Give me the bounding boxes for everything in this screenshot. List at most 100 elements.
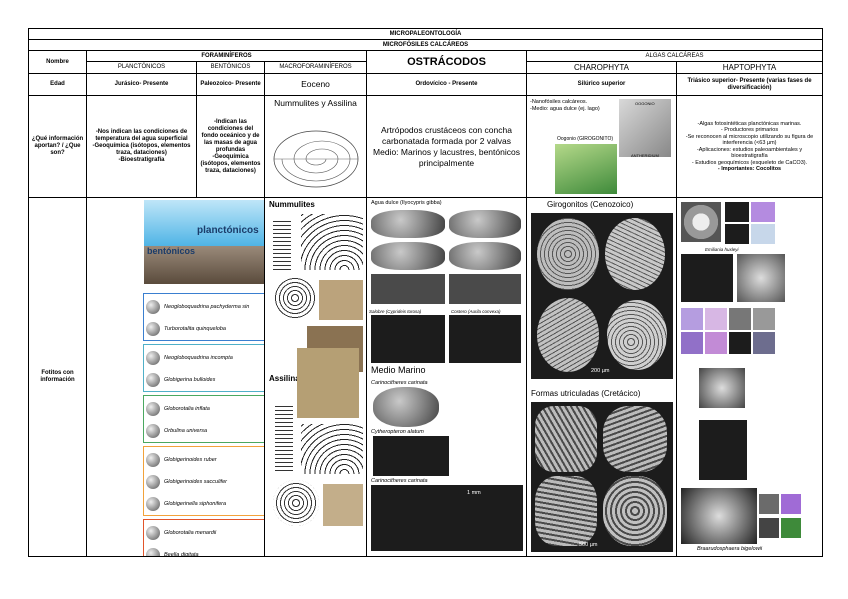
species-row: Globigerinoides ruber [146, 449, 217, 471]
braarudosphaera-sem [681, 488, 757, 544]
cocolith-ppl [751, 224, 775, 244]
foraminifera-icon [146, 497, 160, 511]
nummulites-whorl [273, 276, 317, 320]
header-nombre: Nombre [28, 50, 87, 74]
girogonito-a [537, 218, 599, 290]
info-line: -Indican las condiciones del fondo oceán… [201, 118, 260, 153]
edad-ostracodos: Ordovícico - Presente [366, 73, 527, 96]
info-line: - Productores primarios [720, 127, 779, 133]
species-row: Globigerinoides sacculifer [146, 471, 227, 493]
header-bentonicos: BENTÓNICOS [196, 61, 265, 74]
foraminifera-icon [146, 548, 160, 556]
formas-label: Formas utriculadas (Cretácico) [531, 389, 641, 398]
species-caption-3: Carinocitheres carinata [371, 478, 428, 484]
species-caption-2: Cytheropteron alatum [371, 429, 424, 435]
pl-photo [753, 332, 775, 354]
species-row: Orbulina universa [146, 420, 207, 442]
species-row: Beella digitata [146, 544, 199, 557]
carinocitheres-photo-2 [371, 485, 523, 551]
cyprideis-photo [371, 315, 445, 363]
edad-planctonicos: Jurásico- Presente [86, 73, 197, 96]
species-row: Globorotalia inflata [146, 398, 210, 420]
info-line: -Geoquímica (isótopos, elementos traza, … [200, 153, 261, 174]
pl-photo [781, 494, 801, 514]
charophyta-oogonio-drawing [619, 99, 671, 157]
species-row: Globigerinella siphonifera [146, 493, 226, 515]
agua-dulce-caption: Agua dulce (Ilyocypris gibba) [371, 200, 442, 206]
foraminifera-icon [146, 351, 160, 365]
charophyta-label-antheridium: ANTHERIDIUM [631, 153, 659, 158]
header-planctonicos: PLANCTÓNICOS [86, 61, 197, 74]
species-name: Globigerina bulloides [164, 376, 216, 383]
assilina-spiral [301, 424, 363, 474]
utricula-e [535, 406, 597, 472]
header-macro: MACROFORAMINÍFEROS [264, 61, 367, 74]
species-name: Globorotalia menardii [164, 529, 217, 536]
girogonitos-label: Girogonitos (Cenozoico) [547, 200, 634, 209]
species-name: Turborotalita quinqueloba [164, 325, 226, 332]
utricula-g [535, 476, 597, 546]
pl-photo [705, 332, 727, 354]
info-bentonicos: -Indican las condiciones del fondo oceán… [196, 95, 265, 198]
ocean-floor [144, 246, 264, 284]
species-name: Globorotalia inflata [164, 405, 210, 412]
cocosphere-photo [737, 254, 785, 302]
species-name: Neogloboquadrina pachyderma sin [164, 303, 250, 310]
ostracod-photo [371, 274, 445, 304]
species-row: Turborotalita quinqueloba [146, 318, 226, 340]
cocosphere-diagram [681, 254, 733, 302]
braarudosphaera-xpl [699, 420, 747, 480]
pl-photo [681, 308, 703, 330]
fotitos-macro: Nummulites Assilina [264, 197, 367, 557]
info-line: -Geoquímica (isótopos, elementos traza, … [92, 143, 191, 156]
girogonito-b [605, 218, 665, 290]
info-line: -Se reconocen al microscopio utilizando … [685, 133, 814, 147]
scale-500: 500 µm [579, 542, 598, 548]
foraminifera-icon [146, 453, 160, 467]
cytheropteron-photo [373, 436, 449, 476]
ostracod-photo [449, 242, 521, 270]
micropaleo-table: MICROPALEONTOLOGÍA MICROFÓSILES CALCÁREO… [28, 28, 823, 557]
planctonicos-label: planctónicos [197, 225, 259, 236]
species-name: Neogloboquadrina incompta [164, 354, 233, 361]
info-line: -Nanofósiles calcáreos. [530, 99, 588, 105]
edad-haptophyta: Triásico superior- Presente (varias fase… [676, 73, 823, 96]
fotitos-foraminiferos: planctónicos bentónicos Neogloboquadrina… [86, 197, 265, 557]
species-row: Globorotalia menardii [146, 522, 216, 544]
species-row: Neogloboquadrina pachyderma sin [146, 296, 249, 318]
assilina-rock-photo [297, 348, 359, 418]
info-line: -Aplicaciones: estudios paleoambientales… [696, 146, 803, 160]
girogonito-c [537, 298, 599, 372]
table-subtitle: MICROFÓSILES CALCÁREOS [28, 39, 823, 51]
info-charophyta: -Nanofósiles calcáreos. -Medio: agua dul… [526, 95, 677, 198]
fotitos-haptophyta: Emiliania huxleyi Braarudosphaera bigel [676, 197, 823, 557]
header-foraminiferos: FORAMINÍFEROS [86, 50, 367, 62]
ocean-water [144, 200, 264, 246]
charophyta-label-oogonio: OOGONIO [635, 101, 655, 106]
girogonito-d [607, 300, 667, 370]
nummulites-label: Nummulites [269, 200, 315, 209]
pl-photo [759, 494, 779, 514]
info-line: -Algas fotosintéticas planctónicas marin… [697, 120, 802, 127]
charophyta-photo [555, 144, 617, 194]
braarudosphaera-photo [699, 368, 745, 408]
fotitos-charophyta: Girogonitos (Cenozoico) 200 µm Formas ut… [526, 197, 677, 557]
assilina-section [275, 403, 293, 471]
foraminifera-icon [146, 300, 160, 314]
row-label-edad: Edad [28, 73, 87, 96]
nummulites-section [273, 218, 291, 270]
pl-photo [729, 332, 751, 354]
foraminifera-icon [146, 475, 160, 489]
pl-photo [753, 308, 775, 330]
cocolith-photo [681, 202, 721, 242]
species-row: Globigerina bulloides [146, 369, 215, 391]
species-name: Globigerinoides sacculifer [164, 478, 227, 485]
species-name: Beella digitata [164, 551, 199, 557]
species-name: Orbulina universa [164, 427, 208, 434]
nummulites-photo-1 [319, 280, 363, 320]
species-name: Globigerinella siphonifera [164, 500, 227, 507]
charophyta-desc: -Nanofósiles calcáreos. -Medio: agua dul… [530, 99, 610, 112]
